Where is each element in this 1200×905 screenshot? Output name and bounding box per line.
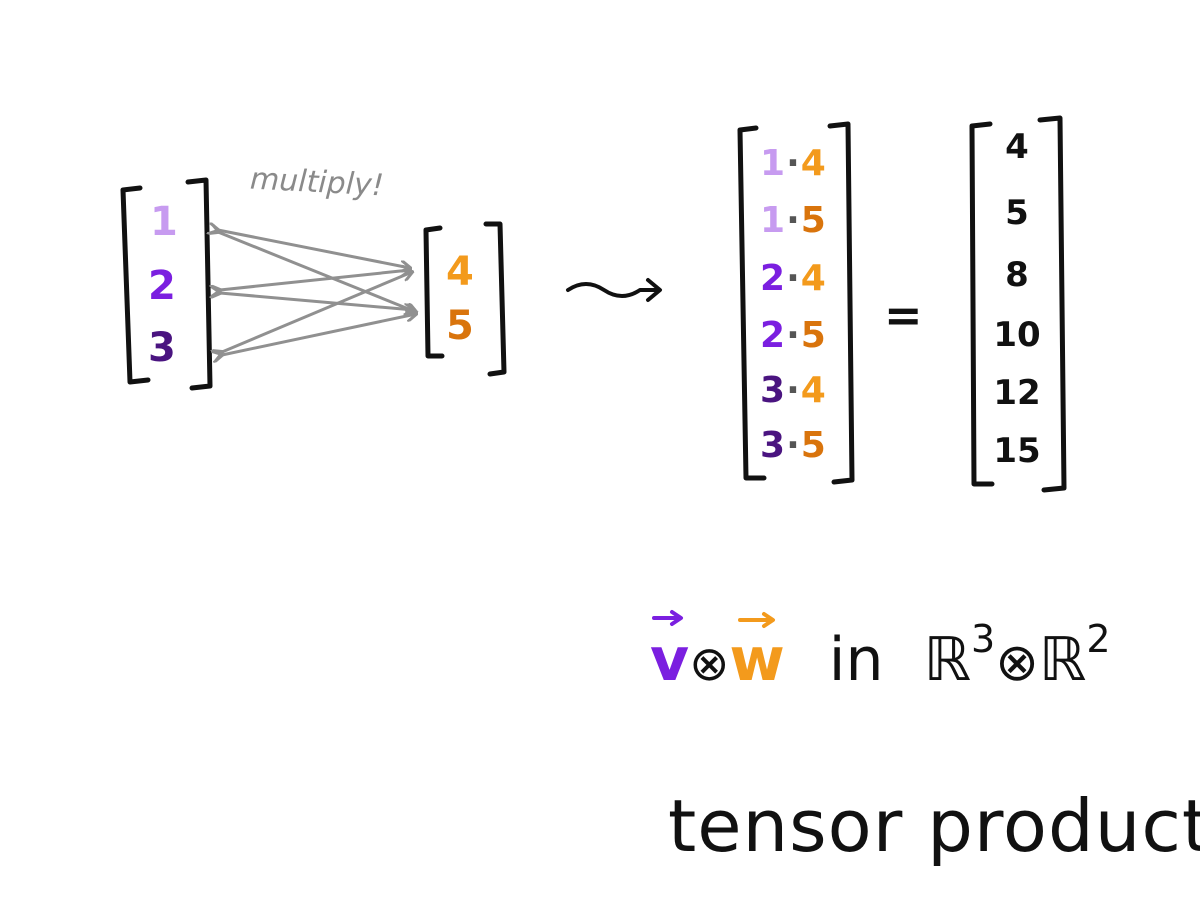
result-entry-2: 5 bbox=[1005, 193, 1029, 233]
product-row-5: 3·4 bbox=[760, 373, 827, 409]
products-left-bracket bbox=[737, 125, 767, 481]
v-right-bracket bbox=[185, 177, 213, 391]
product-dot: · bbox=[786, 370, 801, 411]
product-dot: · bbox=[786, 200, 801, 241]
product-factor-w: 5 bbox=[800, 200, 827, 241]
result-entry-4: 10 bbox=[993, 315, 1041, 355]
results-left-bracket bbox=[969, 121, 995, 487]
results-right-bracket bbox=[1037, 115, 1067, 493]
formula-in: in bbox=[828, 625, 884, 695]
v-entry-1: 1 bbox=[150, 199, 178, 245]
product-factor-w: 4 bbox=[800, 143, 827, 184]
v-entry-2: 2 bbox=[148, 263, 176, 309]
v-vector-arrow bbox=[652, 610, 683, 626]
equals-sign: = bbox=[884, 288, 923, 342]
product-factor-w: 4 bbox=[800, 258, 827, 299]
product-row-2: 1·5 bbox=[760, 203, 827, 239]
w-left-bracket bbox=[423, 225, 445, 359]
formula-r2: ℝ bbox=[1038, 625, 1087, 695]
formula-w: w bbox=[729, 625, 785, 695]
result-entry-1: 4 bbox=[1005, 127, 1029, 167]
product-factor-v: 3 bbox=[760, 425, 787, 466]
formula-otimes: ⊗ bbox=[689, 636, 730, 692]
product-row-6: 3·5 bbox=[760, 428, 827, 464]
formula-otimes-space: ⊗ bbox=[995, 633, 1039, 693]
product-factor-v: 2 bbox=[760, 258, 787, 299]
product-factor-w: 5 bbox=[800, 425, 827, 466]
product-dot: · bbox=[786, 315, 801, 356]
w-entry-2: 5 bbox=[446, 303, 474, 349]
product-dot: · bbox=[786, 143, 801, 184]
product-dot: · bbox=[786, 258, 801, 299]
v-entry-3: 3 bbox=[148, 325, 176, 371]
product-factor-v: 1 bbox=[760, 143, 787, 184]
product-factor-v: 3 bbox=[760, 370, 787, 411]
product-factor-v: 1 bbox=[760, 200, 787, 241]
maps-to-arrow bbox=[566, 278, 662, 302]
formula-v: v bbox=[650, 625, 690, 695]
w-vector-arrow bbox=[738, 612, 775, 628]
formula-r3: ℝ bbox=[923, 625, 972, 695]
product-row-3: 2·4 bbox=[760, 261, 827, 297]
product-factor-w: 5 bbox=[800, 315, 827, 356]
multiply-arrows bbox=[218, 230, 416, 355]
result-entry-3: 8 bbox=[1005, 255, 1029, 295]
multiply-label: multiply! bbox=[249, 161, 385, 204]
product-row-1: 1·4 bbox=[760, 146, 827, 182]
products-right-bracket bbox=[827, 121, 855, 485]
w-right-bracket bbox=[483, 221, 507, 377]
result-entry-5: 12 bbox=[993, 373, 1041, 413]
product-row-4: 2·5 bbox=[760, 318, 827, 354]
product-factor-v: 2 bbox=[760, 315, 787, 356]
result-entry-6: 15 bbox=[993, 431, 1041, 471]
product-factor-w: 4 bbox=[800, 370, 827, 411]
caption-tensor-product: tensor product bbox=[668, 784, 1200, 868]
formula-exponent-3: 3 bbox=[971, 617, 996, 661]
w-entry-1: 4 bbox=[446, 249, 474, 295]
product-dot: · bbox=[786, 425, 801, 466]
formula-exponent-2: 2 bbox=[1086, 617, 1111, 661]
v-left-bracket bbox=[120, 185, 151, 385]
